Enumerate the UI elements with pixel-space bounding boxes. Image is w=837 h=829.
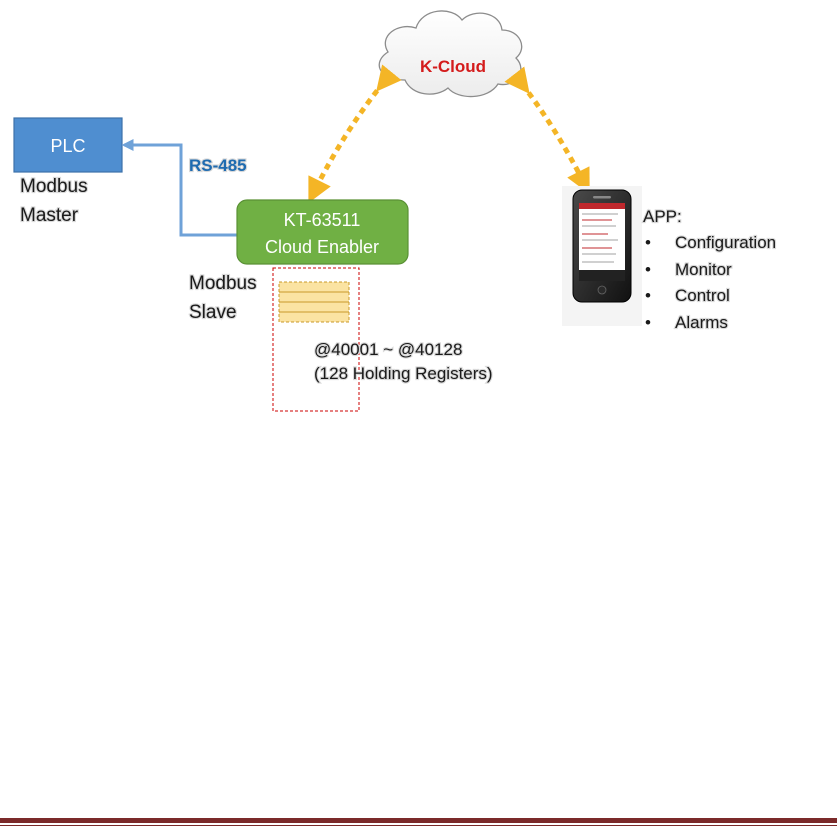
cloud-links [314,82,584,192]
phone-speaker [593,196,611,199]
device-function: Cloud Enabler [265,237,379,257]
feature-item: Alarms [675,313,728,332]
plc-role-line2: Master [20,205,79,226]
register-description: (128 Holding Registers) [314,364,493,383]
plc-label: PLC [50,136,85,156]
plc-block: PLC Modbus Master [14,118,122,226]
rs485-label: RS-485 [189,156,247,175]
app-features: APP: • Configuration • Monitor • Control… [643,207,776,332]
plc-role-line1: Modbus [20,176,88,197]
app-title: APP: [643,207,682,226]
feature-bullet: • [645,260,651,279]
feature-item: Configuration [675,233,776,252]
feature-item: Monitor [675,260,732,279]
cloud-label: K-Cloud [420,57,486,76]
footer-rule-thin [0,825,837,826]
device-role-line1: Modbus [189,273,257,294]
phone-bottom-bar [579,270,625,281]
phone-home-button [598,286,606,294]
feature-bullet: • [645,233,651,252]
phone-screen [579,203,625,281]
rs485-link: RS-485 [124,145,247,235]
footer-rule [0,818,837,823]
feature-bullet: • [645,286,651,305]
app-cloud-link [522,84,584,183]
holding-registers: @40001 ~ @40128 (128 Holding Registers) [273,268,493,411]
phone-screen-header [579,203,625,209]
feature-bullet: • [645,313,651,332]
smartphone [562,186,642,326]
cloud-icon [379,11,521,97]
k-cloud: K-Cloud [379,11,521,97]
feature-item: Control [675,286,730,305]
device-role-line2: Slave [189,302,237,323]
register-range: @40001 ~ @40128 [314,340,462,359]
device-cloud-link [314,82,384,192]
device-name: KT-63511 [284,210,361,230]
